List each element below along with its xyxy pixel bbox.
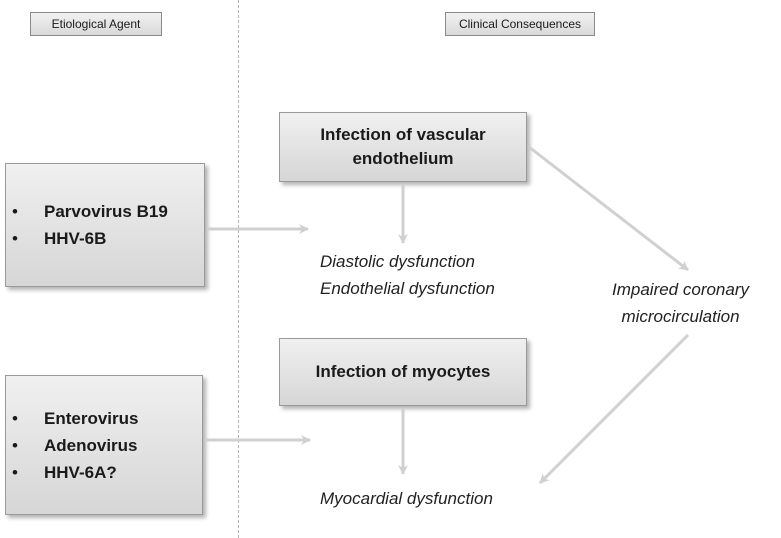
header-etiological-agent: Etiological Agent — [30, 12, 162, 36]
agent-name: HHV-6B — [44, 229, 107, 248]
mechanism-box-myocytes: Infection of myocytes — [279, 338, 527, 406]
arrow-coronary-to-myocardial — [538, 333, 690, 485]
agent-name: Adenovirus — [44, 435, 138, 455]
agent-name: HHV-6A? — [44, 462, 117, 482]
bullet-icon: • — [12, 408, 18, 428]
outcome-line: Impaired coronary — [612, 280, 750, 299]
agent-item: • HHV-6A? — [6, 459, 138, 486]
outcome-diastolic-dysfunction: Diastolic dysfunction — [320, 252, 475, 271]
agent-list-2: • Enterovirus • Adenovirus • HHV-6A? — [6, 405, 138, 486]
bullet-icon: • — [12, 462, 18, 482]
mechanism-label-line: Infection of vascular — [320, 125, 486, 144]
agent-box-1: • Parvovirus B19 • HHV-6B — [5, 163, 205, 287]
column-divider — [238, 0, 239, 538]
outcome-myocardial-dysfunction: Myocardial dysfunction — [320, 489, 493, 508]
agent-item: • Enterovirus — [6, 405, 138, 432]
mechanism-label-line: endothelium — [352, 149, 454, 168]
agent-item: • Adenovirus — [6, 432, 138, 459]
bullet-icon: • — [12, 229, 18, 248]
bullet-icon: • — [12, 435, 18, 455]
agent-name: Enterovirus — [44, 408, 139, 428]
agent-box-2: • Enterovirus • Adenovirus • HHV-6A? — [5, 375, 203, 515]
mechanism-box-vascular-endothelium: Infection of vascular endothelium — [279, 112, 527, 182]
mechanism-label: Infection of myocytes — [315, 362, 491, 381]
outcome-endothelial-dysfunction: Endothelial dysfunction — [320, 279, 495, 298]
header-clinical-consequences: Clinical Consequences — [445, 12, 595, 36]
agent-name: Parvovirus B19 — [44, 202, 168, 221]
agent-item: • Parvovirus B19 — [6, 198, 168, 225]
outcome-impaired-coronary-microcirculation: Impaired coronary microcirculation — [612, 276, 749, 330]
agent-item: • HHV-6B — [6, 225, 168, 252]
outcome-line: microcirculation — [621, 307, 740, 326]
agent-list-1: • Parvovirus B19 • HHV-6B — [6, 198, 168, 252]
bullet-icon: • — [12, 202, 18, 221]
arrow-vascular-to-coronary — [528, 145, 689, 272]
